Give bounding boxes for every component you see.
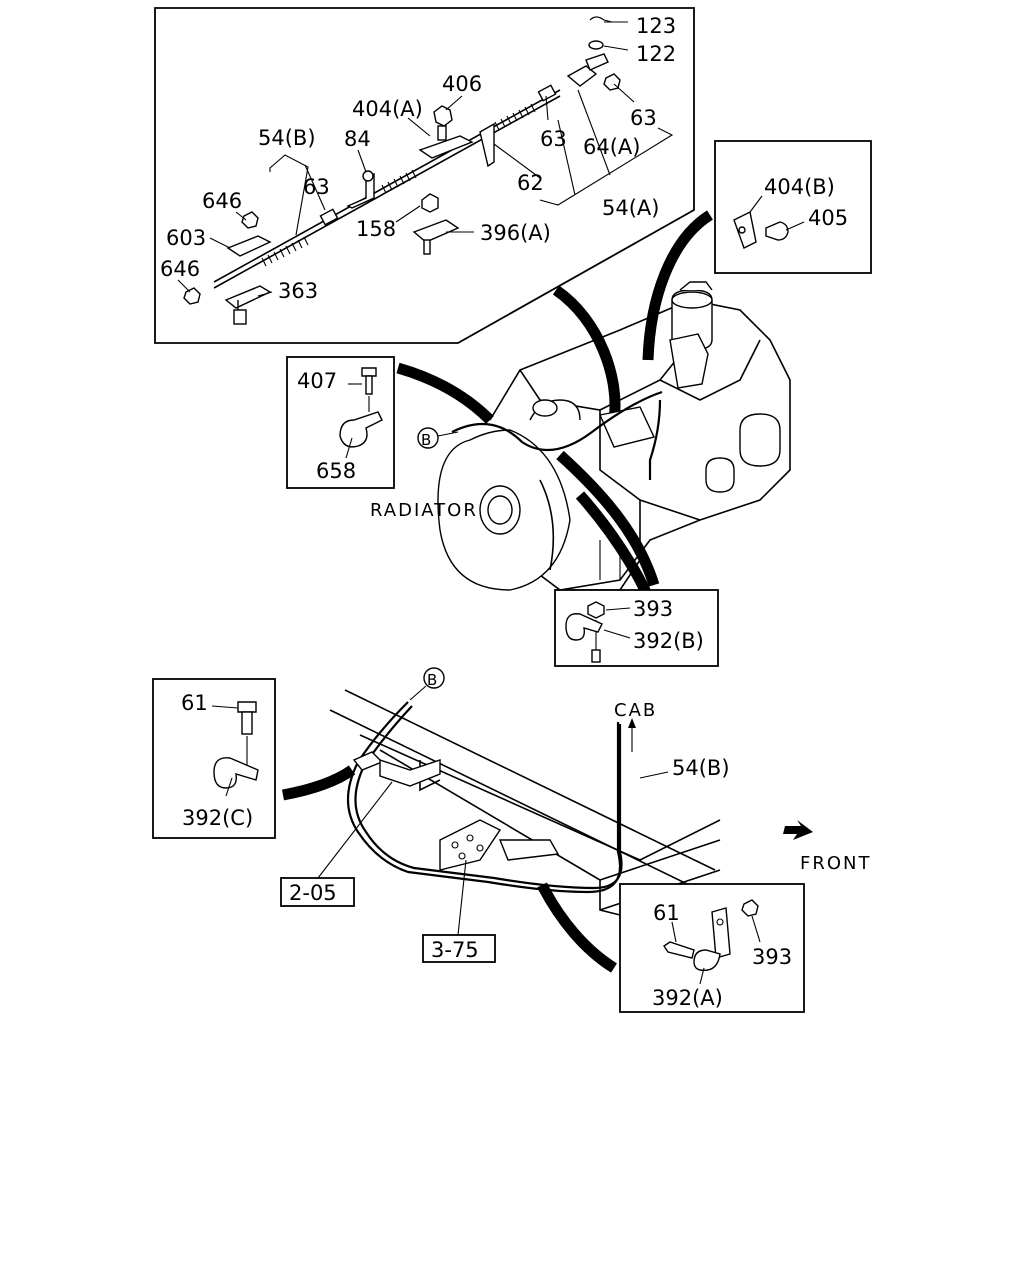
callout-405: 405 [808, 206, 848, 230]
callout-392a: 392(A) [652, 986, 723, 1010]
callout-64a: 64(A) [583, 135, 640, 159]
ref-box-3-75 [422, 934, 496, 963]
inset-61-392c: 61 392(C) [152, 678, 276, 839]
marker-b-chassis: B [427, 671, 437, 689]
ref-3-75: 3-75 [431, 938, 479, 962]
inset-61-393-392a: 61 393 392(A) [619, 883, 805, 1013]
callout-62: 62 [517, 171, 544, 195]
leaders-upper [177, 21, 674, 297]
callout-54a: 54(A) [602, 196, 659, 220]
callout-646-top: 646 [202, 189, 242, 213]
callout-404b: 404(B) [764, 175, 835, 199]
callout-396a: 396(A) [480, 221, 551, 245]
callout-158: 158 [356, 217, 396, 241]
bracket-62 [479, 122, 495, 168]
marker-b-chassis-ring [423, 667, 445, 689]
callout-363: 363 [278, 279, 318, 303]
callout-84: 84 [344, 127, 371, 151]
label-front: FRONT [800, 853, 872, 874]
callout-54b-lower: 54(B) [672, 756, 730, 780]
callout-646-left: 646 [160, 257, 200, 281]
nut-158 [421, 193, 439, 213]
callouts-upper: 123 122 406 404(A) 63 63 54(B) 84 64(A) … [160, 14, 676, 303]
callout-407: 407 [297, 369, 337, 393]
clevis-122 [585, 53, 609, 71]
washer-122 [588, 40, 604, 50]
marker-b-engine: B [421, 431, 431, 449]
bracket-64a [566, 65, 598, 87]
ref-2-05: 2-05 [289, 881, 337, 905]
callout-392c: 392(C) [182, 806, 253, 830]
marker-b-engine-ring [417, 427, 439, 449]
bracket-3-75 [439, 819, 502, 871]
callout-61-left: 61 [181, 691, 208, 715]
label-cab: CAB [614, 700, 657, 721]
callout-392b: 392(B) [633, 629, 704, 653]
clamp-392c-location [352, 751, 384, 771]
bracket-603 [226, 235, 272, 257]
hardware-upper [183, 16, 621, 325]
nut-646-top [241, 211, 259, 229]
callout-393-lower: 393 [752, 945, 792, 969]
callout-122: 122 [636, 42, 676, 66]
callout-603: 603 [166, 226, 206, 250]
nut-406 [433, 105, 453, 127]
callout-61-right: 61 [653, 901, 680, 925]
top-panel-frame [154, 7, 695, 344]
cable-assembly-upper [213, 84, 561, 289]
cable-spring-a [261, 103, 536, 267]
bracket-396a [412, 219, 460, 243]
front-arrow-icon [783, 820, 813, 840]
callout-63-right: 63 [630, 106, 657, 130]
callout-404a: 404(A) [352, 97, 423, 121]
engine-illustration: B RADIATOR [370, 281, 791, 591]
label-radiator: RADIATOR [370, 500, 478, 521]
pin-123 [589, 16, 613, 23]
callout-406: 406 [442, 72, 482, 96]
bracket-84 [346, 172, 375, 209]
callout-123: 123 [636, 14, 676, 38]
top-panel: 123 122 406 404(A) 63 63 54(B) 84 64(A) … [154, 7, 695, 344]
inset-393-392b: 393 392(B) [554, 589, 719, 667]
inset-407-658: 407 658 [286, 356, 395, 489]
callout-63-middle: 63 [540, 127, 567, 151]
inset-404b-405: 404(B) 405 [714, 140, 872, 274]
callout-658: 658 [316, 459, 356, 483]
callout-63-left: 63 [303, 175, 330, 199]
ref-box-2-05 [280, 877, 355, 907]
callout-54b-upper: 54(B) [258, 126, 316, 150]
bracket-2-05 [379, 759, 441, 787]
callout-393-upper: 393 [633, 597, 673, 621]
chassis-illustration: B CAB 54(B) FRONT 2-05 3-75 [280, 667, 872, 963]
connector-strokes [281, 210, 714, 973]
nut-646-left [183, 287, 201, 305]
